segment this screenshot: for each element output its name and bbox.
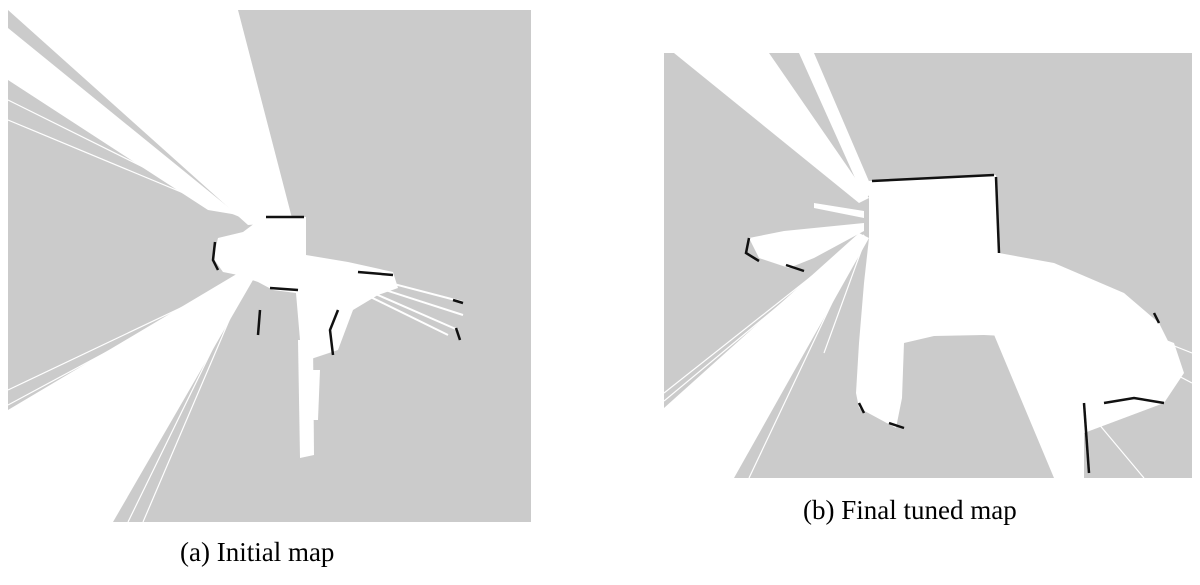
initial-map-obstacles	[211, 215, 464, 356]
caption-initial-map: (a) Initial map	[180, 537, 335, 567]
initial-map-upper-fan	[8, 10, 293, 225]
initial-map-upper-fan-rays	[8, 10, 264, 225]
tuned-map-lower-left-fan	[664, 233, 869, 478]
initial-map-lower-fan	[8, 272, 253, 522]
initial-map-graphic	[8, 10, 464, 522]
tuned-map-left-fans	[749, 203, 864, 268]
initial-map-panel	[8, 10, 531, 522]
tuned-map-obstacles	[744, 173, 1165, 474]
tuned-map-panel	[664, 53, 1192, 478]
tuned-map-right-fan	[964, 263, 1184, 478]
initial-map-central-area	[213, 217, 398, 458]
tuned-map-graphic	[664, 53, 1192, 478]
initial-map-lower-fan-rays	[8, 275, 249, 522]
initial-map-right-rays	[347, 271, 464, 336]
tuned-map-lower-left-rays	[664, 234, 865, 478]
tuned-map-right-rays	[963, 262, 1192, 478]
caption-final-tuned-map: (b) Final tuned map	[803, 495, 1017, 525]
tuned-map-top-fans	[674, 53, 874, 203]
